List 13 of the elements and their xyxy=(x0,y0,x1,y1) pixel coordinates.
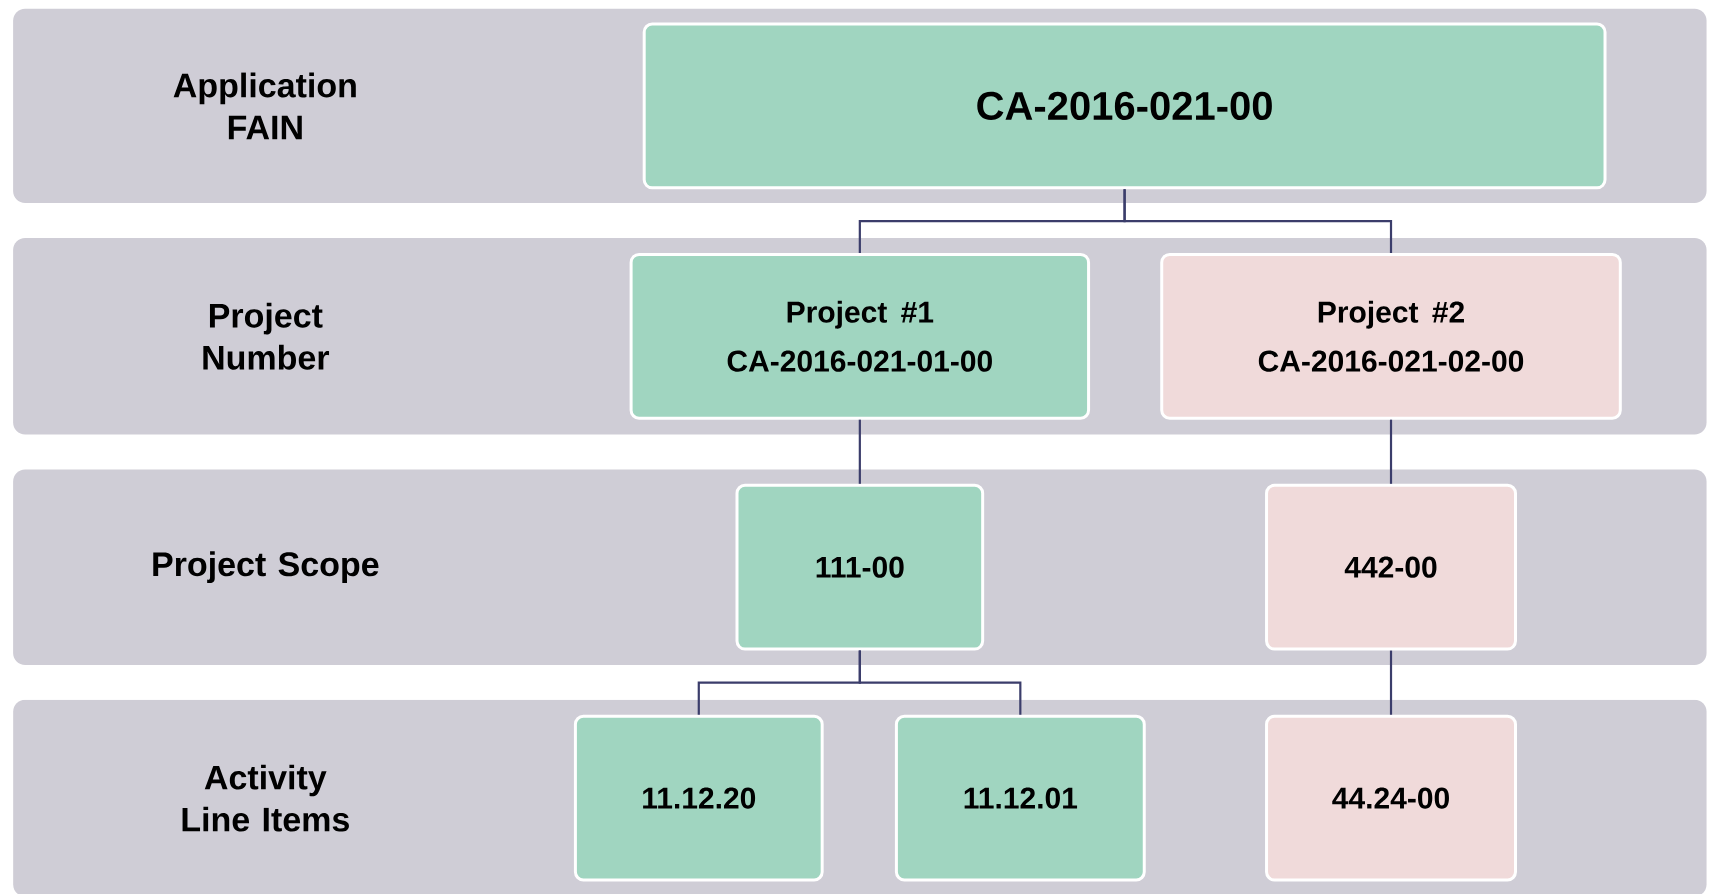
id-box: 11.12.20 xyxy=(573,714,824,882)
id-box: 111-00 xyxy=(735,483,985,651)
id-box: Project #2 CA-2016-021-02-00 xyxy=(1160,252,1622,420)
id-box: 11.12.01 xyxy=(894,714,1146,882)
connector-line xyxy=(858,419,861,484)
connector-line xyxy=(858,650,1022,715)
id-box: Project #1 CA-2016-021-01-00 xyxy=(629,252,1091,420)
connector-line xyxy=(1389,419,1393,484)
connector-line xyxy=(1123,189,1393,253)
id-box: 44.24-00 xyxy=(1265,714,1517,882)
connector-line xyxy=(1389,650,1393,715)
id-box: 442-00 xyxy=(1265,483,1517,651)
id-box: CA-2016-021-00 xyxy=(642,22,1607,190)
